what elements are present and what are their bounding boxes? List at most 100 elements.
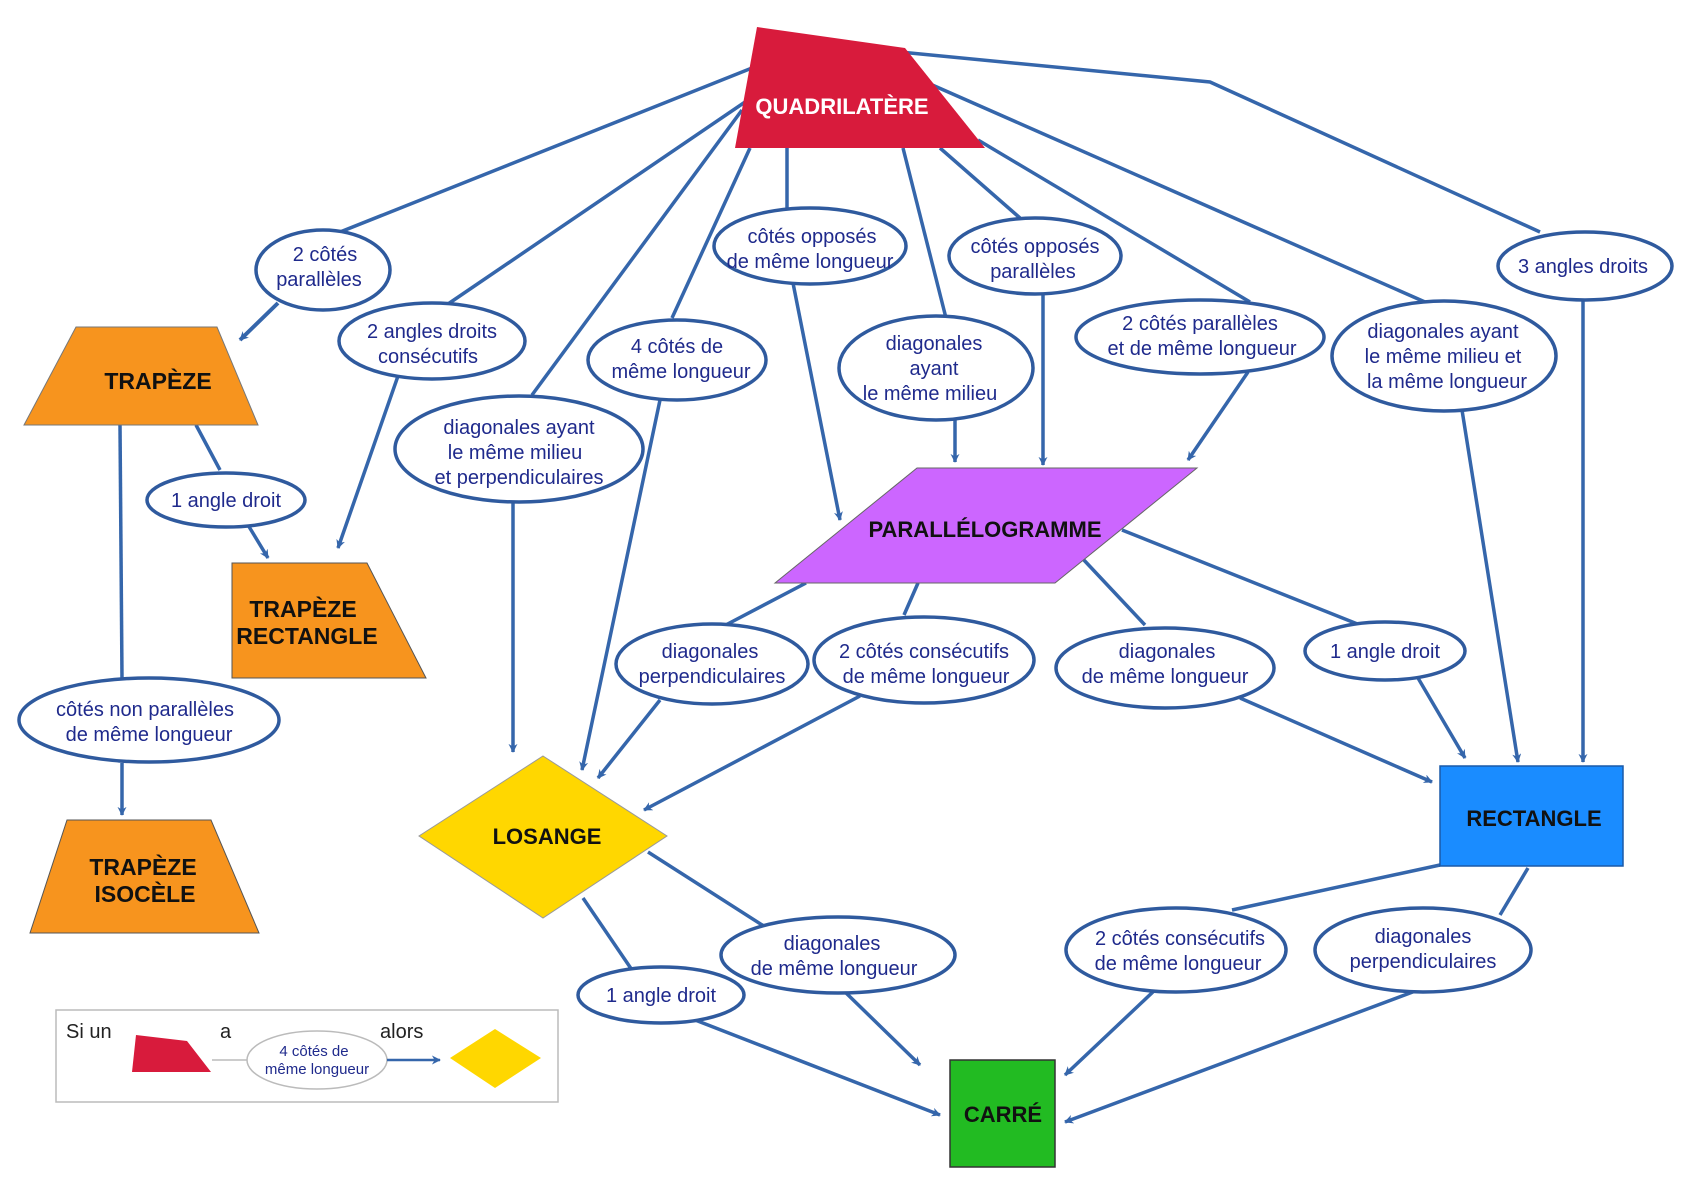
condition-line: diagonales xyxy=(662,641,759,663)
condition-cotes-non-paralleles[interactable]: côtés non parallèles de même longueur xyxy=(17,676,281,764)
condition-line: le même milieu et xyxy=(1365,346,1522,368)
edge-para-c13 xyxy=(719,581,807,630)
node-carre[interactable]: CARRÉ xyxy=(949,1059,1056,1168)
condition-line: diagonales ayant xyxy=(1367,321,1519,343)
condition-diagonales-meme-milieu[interactable]: diagonales ayant le même milieu xyxy=(837,314,1035,422)
quadrilatere-shape xyxy=(735,27,985,148)
edge-losange-c18 xyxy=(581,897,634,971)
legend: Si un a 4 côtés de même longueur alors xyxy=(55,1009,559,1103)
condition-ellipse xyxy=(1064,906,1288,994)
condition-ellipses: 2 côtés parallèles 2 angles droits consé… xyxy=(17,206,1674,1025)
node-trapeze[interactable]: TRAPÈZE xyxy=(23,326,259,426)
trapeze-rectangle-shape xyxy=(231,562,427,679)
edge-c9-rect xyxy=(1460,409,1522,763)
legend-condition-line-2: même longueur xyxy=(265,1061,369,1078)
condition-line: 1 angle droit xyxy=(606,985,717,1007)
condition-4-cotes-meme-longueur[interactable]: 4 côtés de même longueur xyxy=(586,318,768,402)
condition-2-cotes-paralleles[interactable]: 2 côtés parallèles xyxy=(254,228,392,312)
condition-line: diagonales xyxy=(784,933,881,955)
trapeze-isocele-shape xyxy=(29,819,260,934)
condition-ellipse xyxy=(1303,620,1467,682)
node-losange[interactable]: LOSANGE xyxy=(418,755,668,919)
condition-ellipse xyxy=(719,915,957,995)
node-trapeze-isocele-label-2: ISOCÈLE xyxy=(95,880,196,907)
node-quadrilatere[interactable]: QUADRILATÈRE xyxy=(735,27,985,148)
edge-para-c15 xyxy=(1080,556,1147,627)
condition-ellipse xyxy=(337,301,527,381)
edge-quad-c7 xyxy=(938,146,1022,220)
edge-quad-c10 xyxy=(899,50,1541,234)
condition-2-angles-droits-consecutifs[interactable]: 2 angles droits consécutifs xyxy=(337,301,527,381)
condition-ellipse xyxy=(586,318,768,402)
edge-c8-para xyxy=(1186,371,1250,461)
condition-line: le même milieu xyxy=(863,383,997,405)
condition-line: le même milieu xyxy=(448,442,582,464)
condition-line: et perpendiculaires xyxy=(435,467,604,489)
edge-c4-losange xyxy=(579,399,662,771)
condition-line: de même longueur xyxy=(843,666,1010,688)
legend-condition-ellipse xyxy=(246,1030,388,1090)
node-trapeze-rectangle[interactable]: TRAPÈZE RECTANGLE xyxy=(231,562,427,679)
condition-line: côtés non parallèles xyxy=(56,699,234,721)
node-trapeze-isocele-label-1: TRAPÈZE xyxy=(89,853,196,880)
condition-line: diagonales xyxy=(1119,641,1216,663)
edge-quad-c8 xyxy=(977,138,1251,304)
node-rectangle-label: RECTANGLE xyxy=(1466,806,1601,831)
condition-ellipse xyxy=(947,216,1123,296)
edge-losange-c17 xyxy=(647,850,771,932)
condition-1-angle-droit-trapeze[interactable]: 1 angle droit xyxy=(145,471,307,529)
condition-ellipse xyxy=(1074,298,1326,376)
condition-line: consécutifs xyxy=(378,346,478,368)
edge-quad-c4 xyxy=(670,147,752,319)
condition-cotes-opposes-meme-longueur[interactable]: côtés opposés de même longueur xyxy=(712,206,908,286)
node-rectangle[interactable]: RECTANGLE xyxy=(1439,765,1624,867)
condition-ellipse xyxy=(614,622,810,706)
condition-diagonales-milieu-perpendiculaires[interactable]: diagonales ayant le même milieu et perpe… xyxy=(393,394,645,504)
legend-losange-shape xyxy=(450,1029,541,1088)
edge-quad-c1 xyxy=(324,66,753,240)
condition-2-cotes-consecutifs-losange[interactable]: 2 côtés consécutifs de même longueur xyxy=(812,615,1036,705)
condition-2-cotes-paralleles-meme-longueur[interactable]: 2 côtés parallèles et de même longueur xyxy=(1074,298,1326,376)
condition-ellipse xyxy=(17,676,281,764)
node-parallelogramme[interactable]: PARALLÉLOGRAMME xyxy=(773,467,1199,584)
legend-si-un: Si un xyxy=(66,1021,112,1043)
condition-diagonales-perpendiculaires-losange[interactable]: diagonales perpendiculaires xyxy=(614,622,810,706)
condition-line: diagonales ayant xyxy=(443,417,595,439)
condition-line: de même longueur xyxy=(751,958,918,980)
condition-line: diagonales xyxy=(1375,926,1472,948)
condition-cotes-opposes-paralleles[interactable]: côtés opposés parallèles xyxy=(947,216,1123,296)
condition-line: et de même longueur xyxy=(1107,338,1296,360)
condition-line: 2 côtés consécutifs xyxy=(839,641,1009,663)
condition-ellipse xyxy=(1054,626,1276,710)
edge-c20-carre xyxy=(1064,988,1419,1124)
condition-diagonales-meme-longueur-carre[interactable]: diagonales de même longueur xyxy=(719,915,957,995)
condition-diagonales-milieu-longueur[interactable]: diagonales ayant le même milieu et la mê… xyxy=(1330,299,1558,413)
carre-shape xyxy=(949,1059,1056,1168)
condition-1-angle-droit-rect[interactable]: 1 angle droit xyxy=(1303,620,1467,682)
condition-line: côtés opposés xyxy=(748,226,877,248)
edge-c11-trapeze-rect xyxy=(246,524,270,559)
condition-1-angle-droit-carre[interactable]: 1 angle droit xyxy=(576,965,746,1025)
node-trapeze-rectangle-label-2: RECTANGLE xyxy=(236,623,377,649)
node-trapeze-isocele[interactable]: TRAPÈZE ISOCÈLE xyxy=(29,819,260,934)
condition-line: perpendiculaires xyxy=(639,666,786,688)
condition-ellipse xyxy=(576,965,746,1025)
condition-line: de même longueur xyxy=(1082,666,1249,688)
condition-line: ayant xyxy=(910,358,959,380)
legend-quadrilatere-shape xyxy=(132,1035,211,1072)
condition-3-angles-droits[interactable]: 3 angles droits xyxy=(1496,230,1674,302)
condition-line: 1 angle droit xyxy=(171,490,282,512)
condition-ellipse xyxy=(145,471,307,529)
legend-condition-line-1: 4 côtés de xyxy=(279,1043,348,1060)
condition-diagonales-meme-longueur-rect[interactable]: diagonales de même longueur xyxy=(1054,626,1276,710)
node-losange-label: LOSANGE xyxy=(493,824,602,849)
condition-ellipse xyxy=(1330,299,1558,413)
condition-line: la même longueur xyxy=(1367,371,1527,393)
condition-line: diagonales xyxy=(886,333,983,355)
condition-line: parallèles xyxy=(276,269,362,291)
node-carre-label: CARRÉ xyxy=(964,1102,1042,1127)
condition-line: 3 angles droits xyxy=(1518,256,1648,278)
condition-2-cotes-consecutifs-carre[interactable]: 2 côtés consécutifs de même longueur xyxy=(1064,906,1288,994)
condition-diagonales-perpendiculaires-carre[interactable]: diagonales perpendiculaires xyxy=(1313,906,1533,994)
